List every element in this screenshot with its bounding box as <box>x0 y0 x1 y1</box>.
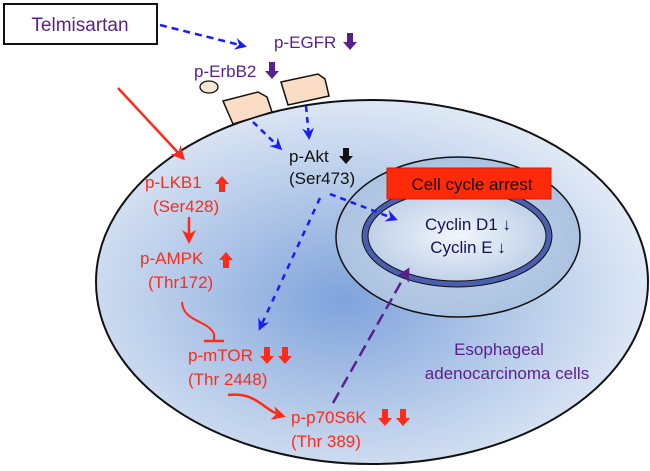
mtor-down-arrow-icon-1 <box>260 347 274 364</box>
erbb2-down-arrow-icon <box>265 62 279 79</box>
lkb1-label: p-LKB1 <box>145 173 202 192</box>
cell-label-line1: Esophageal <box>454 340 544 359</box>
telmisartan-box <box>3 3 158 45</box>
telmisartan-label: Telmisartan <box>31 15 128 36</box>
ampk-label: p-AMPK <box>140 249 204 268</box>
mtor-site: (Thr 2448) <box>188 370 267 389</box>
p70s6k-down-arrow-icon-2 <box>396 409 410 426</box>
erbb2-label: p-ErbB2 <box>194 62 256 81</box>
egfr-receptor <box>280 73 330 106</box>
akt-to-nucleus-arrow <box>329 192 398 222</box>
telmisartan-to-receptor-arrow <box>159 23 247 50</box>
egfr-label: p-EGFR <box>274 33 336 52</box>
akt-site: (Ser473) <box>289 169 355 188</box>
egfr-to-akt-arrow <box>302 105 315 140</box>
akt-label: p-Akt <box>289 147 329 166</box>
p70s6k-label: p-p70S6K <box>291 408 367 427</box>
cell-label-line2: adenocarcinoma cells <box>425 364 589 383</box>
mtor-to-p70s6k-arrow <box>227 393 286 420</box>
cyclin-d1-label: Cyclin D1 ↓ <box>425 215 511 234</box>
cell-cycle-arrest-banner <box>386 167 552 200</box>
nuclear-envelope <box>362 185 552 287</box>
ampk-up-arrow-icon <box>219 252 233 268</box>
p70s6k-to-nucleus-arrow <box>331 267 410 404</box>
mtor-label: p-mTOR <box>188 346 253 365</box>
cyclin-e-label: Cyclin E ↓ <box>430 238 506 257</box>
vesicle <box>199 80 219 94</box>
mtor-down-arrow-icon-2 <box>278 347 292 364</box>
ampk-site: (Thr172) <box>148 273 213 292</box>
erbb2-receptor <box>221 91 273 125</box>
egfr-down-arrow-icon <box>343 33 357 50</box>
cell-cycle-arrest-label: Cell cycle arrest <box>412 175 533 194</box>
p70s6k-down-arrow-icon-1 <box>378 409 392 426</box>
ampk-inhibits-mtor <box>181 301 215 341</box>
akt-down-arrow-icon <box>339 148 353 164</box>
telmisartan-to-lkb1-arrow <box>117 87 186 161</box>
lkb1-site: (Ser428) <box>153 197 219 216</box>
p70s6k-site: (Thr 389) <box>291 432 361 451</box>
lkb1-up-arrow-icon <box>215 176 229 192</box>
